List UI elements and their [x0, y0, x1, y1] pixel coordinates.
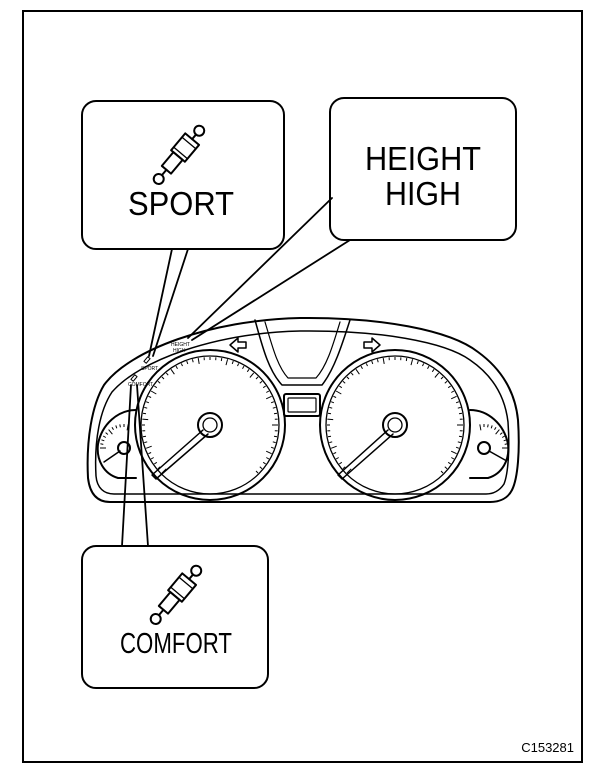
cluster-housing	[86, 316, 520, 503]
left-small-gauge	[96, 409, 137, 479]
height-callout-label-line2: HIGH	[385, 175, 461, 212]
center-display-window	[287, 397, 317, 413]
left-main-gauge	[134, 349, 286, 501]
height-callout-label-line1: HEIGHT	[365, 140, 481, 177]
right-small-gauge	[469, 409, 510, 479]
height-indicator-label-line2: HIGH	[173, 348, 186, 354]
center-column	[254, 319, 351, 386]
sport-leader	[148, 248, 189, 357]
cluster-inner-rim	[94, 330, 510, 495]
height-indicator-label-line1: HEIGHT	[171, 342, 190, 348]
sport-indicator-label: SPORT	[141, 366, 158, 372]
figure-frame	[22, 10, 583, 763]
comfort-leader	[121, 384, 149, 547]
right-turn-arrow-icon	[363, 337, 381, 353]
sport-callout-label: SPORT	[128, 185, 234, 222]
right-main-gauge	[319, 349, 471, 501]
gauge-ticks	[100, 357, 508, 474]
sport-indicator-icon	[143, 356, 151, 364]
height-leader	[187, 197, 351, 341]
comfort-indicator-label: COMFORT	[128, 382, 153, 388]
figure-code: C153281	[521, 740, 574, 755]
height-high-callout-box	[329, 97, 517, 241]
left-turn-arrow-icon	[229, 337, 247, 353]
shock-absorber-icon	[152, 124, 206, 185]
comfort-indicator-icon	[130, 374, 138, 382]
center-display	[283, 393, 321, 417]
comfort-callout-label: COMFORT	[120, 628, 232, 660]
shock-absorber-icon	[149, 564, 203, 625]
sport-callout-box	[81, 100, 285, 250]
center-column-inner	[264, 321, 341, 379]
comfort-callout-box	[81, 545, 269, 689]
